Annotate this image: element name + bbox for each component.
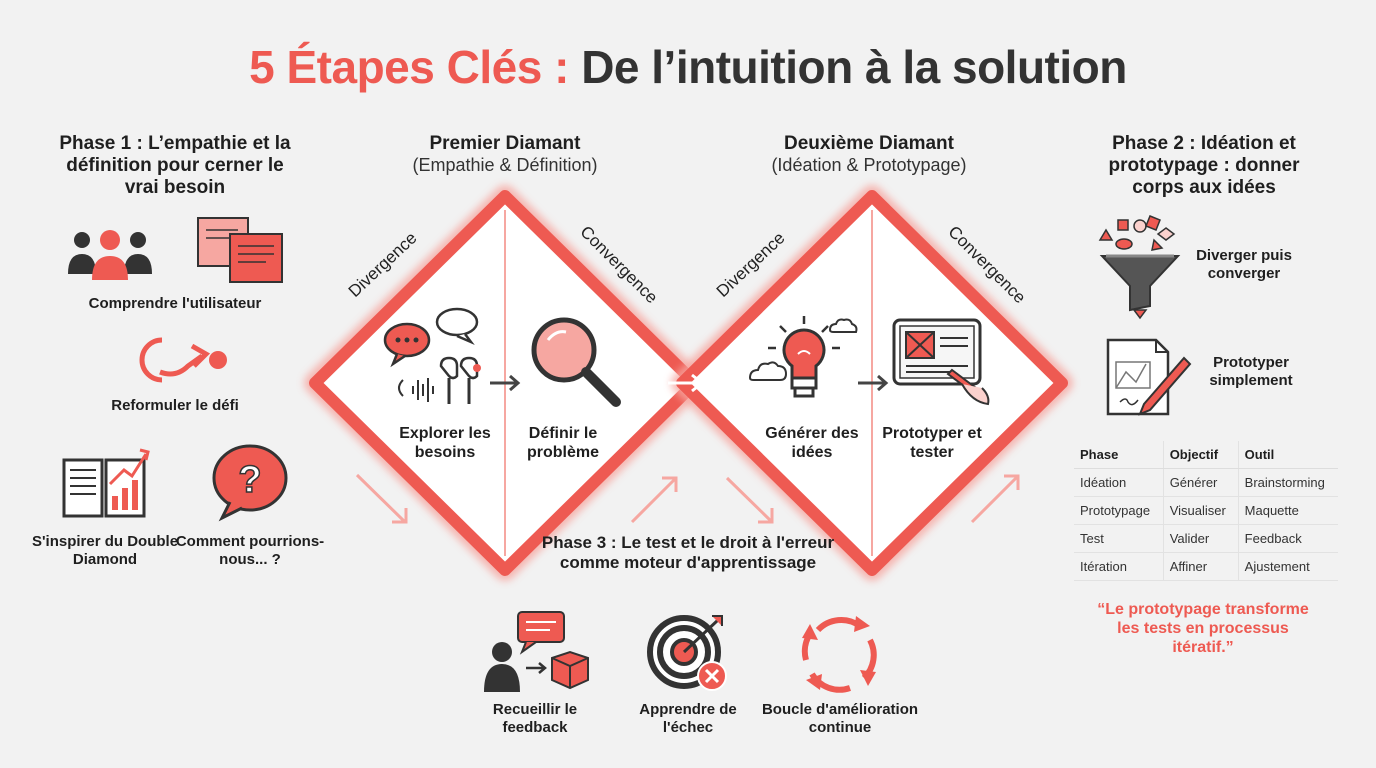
table-row: Test Valider Feedback [1074, 524, 1338, 553]
question-bubble-icon: ? [212, 444, 288, 522]
title-main: De l’intuition à la solution [581, 41, 1127, 93]
users-icon [68, 230, 152, 280]
diamond1-right-label: Définir le problème [526, 425, 599, 461]
table-cell: Générer [1162, 468, 1239, 497]
table-cell: Prototypage [1074, 496, 1164, 525]
phase-tools-table: Phase Objectif Outil Idéation Générer Br… [1074, 441, 1338, 581]
table-cell: Visualiser [1162, 496, 1239, 525]
book-chart-icon [62, 448, 150, 518]
prototyping-quote: “Le prototypage transforme les tests en … [1097, 601, 1309, 656]
target-fail-icon [647, 615, 727, 691]
phase1-item-understand-user: Comprendre l'utilisateur [88, 295, 262, 312]
table-cell: Valider [1162, 524, 1239, 553]
table-cell: Idéation [1074, 468, 1164, 497]
diamond1-subtitle: (Empathie & Définition) [412, 155, 598, 175]
table-cell: Feedback [1237, 524, 1338, 553]
table-row: Itération Affiner Ajustement [1074, 552, 1338, 581]
table-cell: Test [1074, 524, 1164, 553]
funnel-icon [1098, 215, 1181, 320]
svg-text:?: ? [238, 459, 261, 501]
diamond1-title: Premier Diamant [429, 133, 581, 154]
reframe-arrow-icon [139, 337, 227, 383]
phase2-item-diverge-converge: Diverger puis converger [1196, 247, 1292, 282]
table-header-row: Phase Objectif Outil [1074, 441, 1338, 469]
table-cell: Brainstorming [1237, 468, 1338, 497]
magnifier-icon [531, 317, 621, 407]
phase1-heading: Phase 1 : L’empathie et la définition po… [59, 133, 291, 198]
phase2-item-prototype-simply: Prototyper simplement [1209, 354, 1293, 389]
phase3-heading: Phase 3 : Le test et le droit à l'erreur… [541, 533, 835, 572]
phase1-item-double-diamond: S'inspirer du Double Diamond [31, 533, 179, 568]
listening-earbuds-icon [383, 307, 481, 404]
diamond2-subtitle: (Idéation & Prototypage) [771, 155, 967, 175]
phase1-item-how-might-we: Comment pourrions-nous... ? [175, 533, 325, 568]
phase3-item-learn-failure: Apprendre de l'échec [639, 701, 737, 736]
diamond1-left-label: Explorer les besoins [399, 425, 491, 461]
table-cell: Itération [1074, 552, 1164, 581]
lightbulb-icon [748, 316, 858, 398]
diamond2-left-label: Générer des idées [765, 425, 859, 461]
diamond2-title: Deuxième Diamant [783, 133, 954, 154]
table-header-cell: Outil [1237, 441, 1338, 469]
phase1-item-reframe: Reformuler le défi [111, 397, 239, 414]
tablet-prototype-icon [892, 318, 990, 406]
diamond2-right-label: Prototyper et tester [882, 425, 982, 461]
phase3-item-feedback: Recueillir le feedback [492, 701, 578, 736]
table-header-cell: Phase [1074, 441, 1164, 469]
cycle-arrows-icon [801, 616, 877, 693]
phase2-heading: Phase 2 : Idéation et prototypage : donn… [1108, 133, 1300, 198]
feedback-user-box-icon [484, 611, 589, 692]
sticky-notes-icon [197, 217, 283, 283]
table-cell: Affiner [1162, 552, 1239, 581]
page-title: 5 Étapes Clés : De l’intuition à la solu… [0, 40, 1376, 94]
sketch-pencil-icon [1106, 338, 1192, 416]
title-accent: 5 Étapes Clés : [249, 41, 569, 93]
table-header-cell: Objectif [1162, 441, 1239, 469]
table-cell: Ajustement [1237, 552, 1338, 581]
table-row: Prototypage Visualiser Maquette [1074, 496, 1338, 525]
table-row: Idéation Générer Brainstorming [1074, 468, 1338, 497]
table-cell: Maquette [1237, 496, 1338, 525]
phase3-item-improvement-loop: Boucle d'amélioration continue [761, 701, 919, 736]
